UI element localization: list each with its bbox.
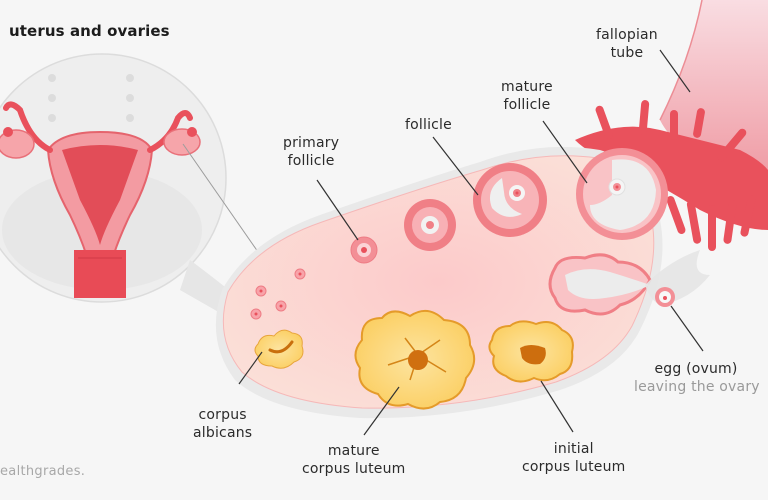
label-corpus-albicans: corpus albicans bbox=[193, 406, 252, 442]
ovary-art bbox=[215, 146, 710, 419]
label-line: corpus luteum bbox=[302, 461, 406, 477]
label-line: follicle bbox=[405, 117, 452, 133]
label-mature-follicle: mature follicle bbox=[501, 78, 553, 114]
leader-lines bbox=[238, 49, 704, 436]
label-line: albicans bbox=[193, 425, 253, 441]
diagram-title: uterus and ovaries bbox=[9, 22, 170, 40]
label-fallopian-tube: fallopian tube bbox=[596, 26, 658, 62]
label-line: egg (ovum) bbox=[654, 361, 738, 377]
label-subline: leaving the ovary bbox=[634, 379, 760, 395]
label-line: tube bbox=[610, 45, 644, 61]
label-mature-corpus-luteum: mature corpus luteum bbox=[302, 442, 406, 478]
label-line: initial bbox=[553, 441, 594, 457]
label-primary-follicle: primary follicle bbox=[283, 134, 339, 170]
label-line: mature bbox=[327, 443, 380, 459]
label-line: fallopian bbox=[596, 27, 658, 43]
label-line: corpus luteum bbox=[522, 459, 626, 475]
label-line: follicle bbox=[503, 97, 551, 113]
label-line: corpus bbox=[198, 407, 247, 423]
brand-watermark: ealthgrades. bbox=[0, 464, 86, 479]
label-egg: egg (ovum) leaving the ovary bbox=[634, 360, 760, 396]
label-initial-corpus-luteum: initial corpus luteum bbox=[522, 440, 626, 476]
label-line: mature bbox=[501, 79, 553, 95]
label-follicle: follicle bbox=[405, 116, 452, 134]
label-line: follicle bbox=[287, 153, 335, 169]
label-line: primary bbox=[283, 135, 340, 151]
